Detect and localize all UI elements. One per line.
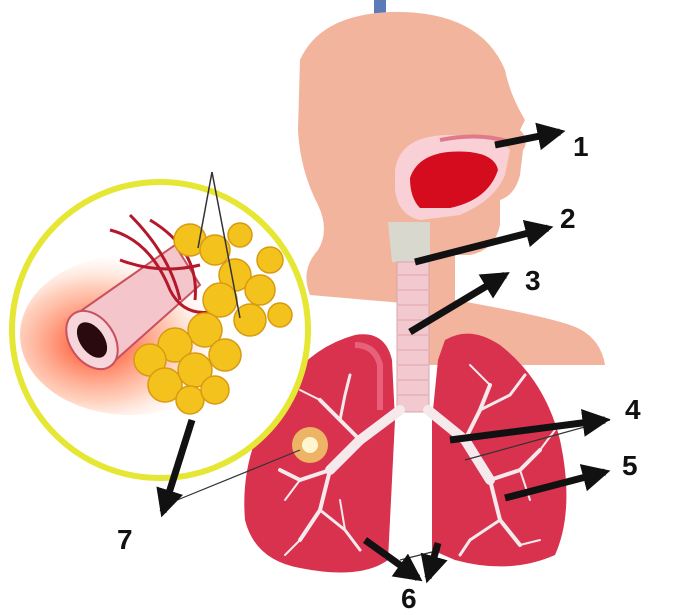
label-5: 5 [622, 452, 638, 480]
label-7: 7 [117, 526, 133, 554]
arrow-6b [428, 543, 438, 578]
label-6: 6 [401, 585, 417, 613]
label-2: 2 [560, 205, 576, 233]
label-3: 3 [525, 267, 541, 295]
alveoli-inset [12, 172, 308, 478]
trachea [397, 262, 429, 412]
label-4: 4 [625, 396, 641, 424]
label-1: 1 [573, 133, 589, 161]
